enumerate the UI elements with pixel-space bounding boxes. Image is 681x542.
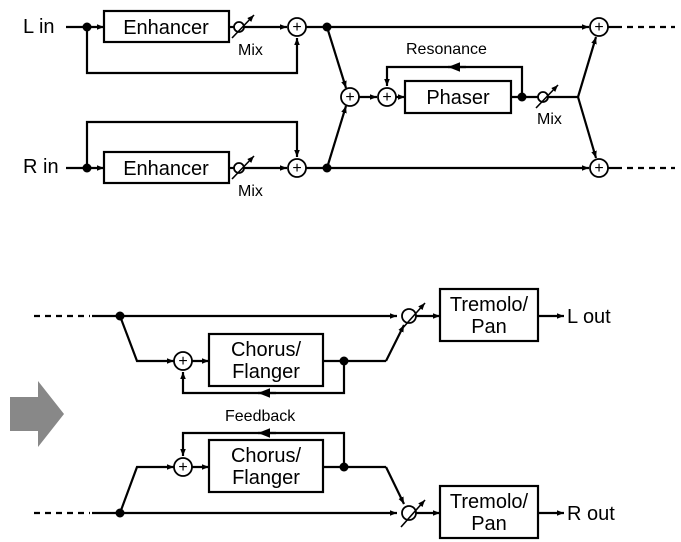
sum-symbol-left: + [292, 19, 301, 36]
mix-label-left: Mix [238, 42, 263, 59]
out-sum-symbol-left: + [594, 19, 603, 36]
tremolo-block-right [438, 484, 540, 540]
mix-arrow-left [231, 14, 255, 39]
tremolo-label-2-left: Pan [471, 316, 507, 338]
chorus-label-1-right: Chorus/ [231, 445, 301, 467]
next-stage-arrow [10, 381, 64, 447]
chorus-sum-symbol-right: + [178, 459, 187, 476]
dry-bypass-right [85, 120, 300, 168]
to-chorus-left [118, 315, 174, 364]
feedback-label: Feedback [225, 408, 296, 425]
r-out-label: R out [567, 503, 615, 525]
phaser-block [403, 79, 513, 115]
chorus-sum-symbol-left: + [178, 353, 187, 370]
mono-sum-symbol: + [345, 89, 354, 106]
tremolo-label-2-right: Pan [471, 513, 507, 535]
mix-arrow-bottom-right [400, 499, 426, 528]
chorus-label-1-left: Chorus/ [231, 339, 301, 361]
to-mono-sum-from-right [325, 105, 348, 169]
out-sum-symbol-right: + [594, 160, 603, 177]
enhancer-label-left: Enhancer [123, 17, 209, 39]
phaser-label: Phaser [426, 87, 490, 109]
chorus-label-2-left: Flanger [232, 361, 300, 383]
tremolo-label-1-right: Tremolo/ [450, 491, 529, 513]
resonance-label: Resonance [406, 41, 487, 58]
sum-symbol-right: + [292, 160, 301, 177]
to-mono-sum-from-left [325, 26, 348, 89]
chorus-block-right [207, 438, 325, 494]
chorus-to-mix-right [385, 466, 405, 505]
l-out-label: L out [567, 306, 611, 328]
dry-bypass-left [85, 27, 300, 75]
mix-arrow-phaser [535, 84, 559, 109]
mix-label-right: Mix [238, 183, 263, 200]
chorus-to-mix-left [385, 324, 405, 362]
resonance-sum-symbol: + [382, 89, 391, 106]
tremolo-label-1-left: Tremolo/ [450, 294, 529, 316]
mix-arrow-bottom-left [400, 302, 426, 331]
mix-label-phaser: Mix [537, 111, 562, 128]
mix-arrow-right [231, 155, 255, 180]
to-chorus-right [118, 464, 174, 514]
phaser-to-left-out [576, 36, 598, 98]
l-in-label: L in [23, 16, 55, 38]
chorus-label-2-right: Flanger [232, 467, 300, 489]
bottom-section: + Chorus/ Flanger Feedback Tremolo/ Pan … [34, 287, 615, 540]
top-section: L in Enhancer Mix + R in Enhancer Mix + [23, 9, 675, 200]
r-in-label: R in [23, 156, 59, 178]
phaser-to-right-out [576, 96, 598, 159]
chorus-block-left [207, 332, 325, 388]
enhancer-label-right: Enhancer [123, 158, 209, 180]
